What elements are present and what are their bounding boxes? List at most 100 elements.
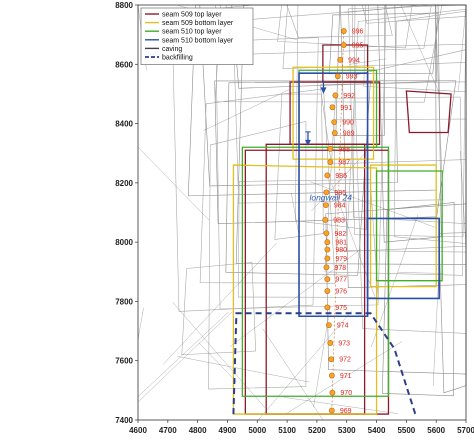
- point-977: [324, 276, 331, 283]
- point-993: [334, 73, 341, 80]
- point-978: [323, 264, 330, 271]
- caving-line: [177, 356, 310, 383]
- y-tick-label-7600: 7600: [115, 357, 133, 366]
- longwall-label: longwall 24: [309, 193, 352, 203]
- legend-label-0: seam 509 top layer: [162, 12, 222, 19]
- point-982: [323, 230, 330, 237]
- point-label-980: 980: [335, 247, 347, 254]
- point-992: [332, 92, 339, 99]
- seam510-bottom-outline: [366, 217, 440, 300]
- seam509-top-outline: [405, 90, 452, 134]
- x-tick-label-4700: 4700: [159, 426, 177, 435]
- x-tick-label-5400: 5400: [368, 426, 386, 435]
- point-label-969: 969: [340, 408, 352, 415]
- seam509-bottom-outline: [232, 164, 378, 415]
- point-996: [340, 28, 347, 34]
- caving-outline: [382, 202, 455, 397]
- point-label-972: 972: [339, 357, 351, 364]
- point-label-987: 987: [338, 160, 350, 167]
- legend-label-4: caving: [162, 46, 182, 53]
- point-label-990: 990: [342, 120, 354, 127]
- seam509-bottom-outline: [292, 66, 375, 160]
- point-989: [331, 130, 338, 136]
- caving-line: [137, 308, 144, 340]
- y-tick-label-7800: 7800: [115, 297, 133, 306]
- point-label-973: 973: [338, 340, 350, 347]
- point-label-988: 988: [338, 146, 350, 153]
- point-974: [325, 322, 332, 329]
- point-970: [329, 389, 336, 396]
- plot-frame: [137, 4, 467, 421]
- caving-line: [203, 89, 290, 131]
- point-985: [323, 189, 330, 196]
- point-label-970: 970: [340, 390, 352, 397]
- point-994: [337, 56, 344, 63]
- point-label-982: 982: [334, 231, 346, 238]
- point-975: [324, 304, 331, 311]
- x-tick-label-5600: 5600: [427, 426, 445, 435]
- seam510-bottom-outline: [298, 72, 369, 318]
- caving-outline: [208, 120, 307, 390]
- caving-line: [163, 242, 277, 365]
- caving-line: [284, 341, 403, 415]
- point-label-995: 995: [352, 43, 364, 50]
- point-label-983: 983: [333, 217, 345, 224]
- point-987: [327, 159, 334, 166]
- x-tick-label-5200: 5200: [308, 426, 326, 435]
- caving-outline: [225, 80, 371, 276]
- point-988: [327, 145, 334, 152]
- point-969: [328, 407, 335, 414]
- caving-line: [229, 249, 361, 347]
- x-tick-label-5500: 5500: [397, 426, 415, 435]
- point-label-986: 986: [335, 173, 347, 180]
- point-label-989: 989: [343, 131, 355, 138]
- y-tick-label-7400: 7400: [115, 416, 133, 425]
- point-label-976: 976: [335, 289, 347, 296]
- point-label-985: 985: [334, 190, 346, 197]
- point-983: [322, 217, 329, 223]
- legend-label-1: seam 509 bottom layer: [162, 20, 234, 27]
- point-label-984: 984: [334, 203, 346, 210]
- backfilling-outline: [232, 312, 417, 415]
- x-tick-label-5300: 5300: [338, 426, 356, 435]
- seam510-top-outline: [375, 170, 443, 282]
- caving-line: [311, 152, 366, 212]
- y-tick-label-8600: 8600: [115, 60, 133, 69]
- x-tick-label-4800: 4800: [189, 426, 207, 435]
- caving-line: [309, 181, 436, 228]
- point-990: [331, 119, 338, 125]
- caving-line: [400, 4, 441, 96]
- point-976: [324, 288, 331, 294]
- measurement-points: 9969959949939929919909899889879869859849…: [322, 28, 364, 415]
- legend-box: [140, 7, 254, 65]
- caving-line: [198, 342, 237, 383]
- caving-line: [432, 269, 440, 387]
- point-991: [329, 104, 336, 111]
- y-tick-label-8800: 8800: [115, 1, 133, 10]
- point-label-992: 992: [343, 93, 355, 100]
- annotations: longwall 24: [304, 80, 352, 203]
- caving-outline: [172, 37, 319, 312]
- caving-line: [172, 302, 266, 408]
- x-tick-label-5100: 5100: [278, 426, 296, 435]
- point-980: [324, 246, 331, 253]
- y-tick-label-8200: 8200: [115, 179, 133, 188]
- point-973: [327, 340, 334, 346]
- seam509-bottom-outline: [369, 164, 437, 288]
- caving-line: [262, 328, 324, 421]
- point-label-993: 993: [346, 74, 358, 81]
- caving-line: [460, 151, 467, 249]
- point-label-981: 981: [335, 240, 347, 247]
- point-979: [324, 255, 331, 262]
- point-984: [322, 202, 329, 208]
- point-986: [324, 172, 331, 179]
- point-995: [340, 42, 347, 48]
- caving-outline: [214, 80, 457, 224]
- y-tick-label-8000: 8000: [115, 238, 133, 247]
- caving-line: [258, 310, 352, 421]
- seam509-top-outline: [244, 149, 390, 415]
- caving-line: [291, 193, 299, 233]
